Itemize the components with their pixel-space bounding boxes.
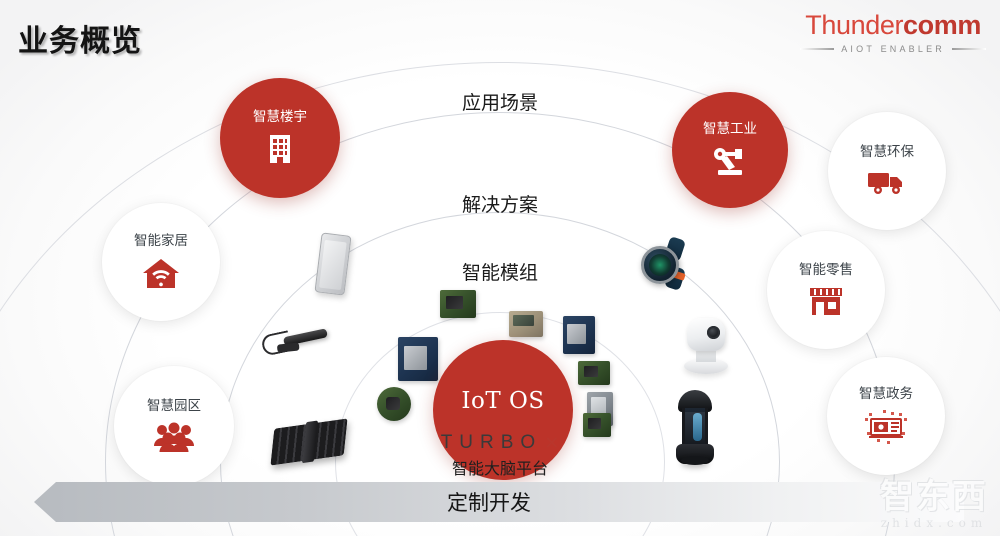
scenario-label-smart-government: 智慧政务 <box>859 385 913 402</box>
brand-logo-part1: Thunder <box>805 10 904 40</box>
ip-camera-device <box>682 318 730 376</box>
holo-foot-part <box>676 444 714 465</box>
module-board-8 <box>583 413 611 437</box>
robot-arm-icon <box>711 145 749 177</box>
ring-label-smart-modules: 智能模组 <box>461 262 538 284</box>
scenario-bubble-smart-building[interactable]: 智慧楼宇 <box>220 78 340 198</box>
brand-tagline: AIOT ENABLER <box>841 44 945 54</box>
building-icon <box>266 133 294 165</box>
banner-arrow-shape <box>34 482 964 522</box>
kiosk-icon <box>863 410 909 445</box>
scenario-label-smart-environment: 智慧环保 <box>860 143 914 160</box>
module-board-3 <box>509 311 543 337</box>
people-icon <box>153 422 195 453</box>
tagline-dash-right-icon <box>952 48 986 50</box>
core-label: IoT OS <box>461 388 545 414</box>
scenario-bubble-smart-environment[interactable]: 智慧环保 <box>828 112 946 230</box>
module-board-5 <box>578 361 610 385</box>
brand-logo-part2: comm <box>903 10 981 40</box>
scenario-label-smart-retail: 智能零售 <box>799 261 853 278</box>
custom-development-banner[interactable]: 定制开发 <box>34 482 964 522</box>
scenario-label-smart-building: 智慧楼宇 <box>253 108 307 125</box>
glasses-tip-part <box>276 342 300 353</box>
camera-head-part <box>687 318 725 351</box>
ring-outer-boundary <box>0 62 1000 536</box>
home-wifi-icon <box>142 257 180 289</box>
module-board-4 <box>563 316 595 354</box>
watch-face-part <box>641 246 679 284</box>
holo-display-device <box>676 390 714 465</box>
truck-icon <box>867 168 907 196</box>
scenario-bubble-smart-retail[interactable]: 智能零售 <box>767 231 885 349</box>
scenario-bubble-smart-park[interactable]: 智慧园区 <box>114 366 234 486</box>
scenario-bubble-smart-industry[interactable]: 智慧工业 <box>672 92 788 208</box>
holo-dome-part <box>678 390 712 412</box>
brand-logo-text: Thundercomm <box>800 12 986 39</box>
store-icon <box>809 286 843 316</box>
core-iot-os-circle[interactable]: IoT OS <box>433 340 573 480</box>
scenario-label-smart-home: 智能家居 <box>134 232 188 249</box>
scenario-bubble-smart-government[interactable]: 智慧政务 <box>827 357 945 475</box>
page-title: 业务概览 <box>18 25 142 58</box>
ring-label-application-scenarios: 应用场景 <box>461 92 538 114</box>
smartwatch-device <box>637 236 691 291</box>
banner-label: 定制开发 <box>447 491 531 515</box>
brand-tagline-row: AIOT ENABLER <box>800 44 986 54</box>
camera-base-part <box>684 358 728 374</box>
scenario-bubble-smart-home[interactable]: 智能家居 <box>102 203 220 321</box>
module-board-2 <box>440 290 476 318</box>
brand-logo: Thundercomm AIOT ENABLER <box>800 12 986 54</box>
ring-label-solutions: 解决方案 <box>461 194 538 216</box>
module-board-7 <box>377 387 411 421</box>
module-board-1 <box>398 337 438 381</box>
scenario-label-smart-industry: 智慧工业 <box>703 120 757 137</box>
scenario-label-smart-park: 智慧园区 <box>147 397 201 414</box>
holo-tube-part <box>682 408 708 446</box>
tagline-dash-left-icon <box>800 48 835 50</box>
